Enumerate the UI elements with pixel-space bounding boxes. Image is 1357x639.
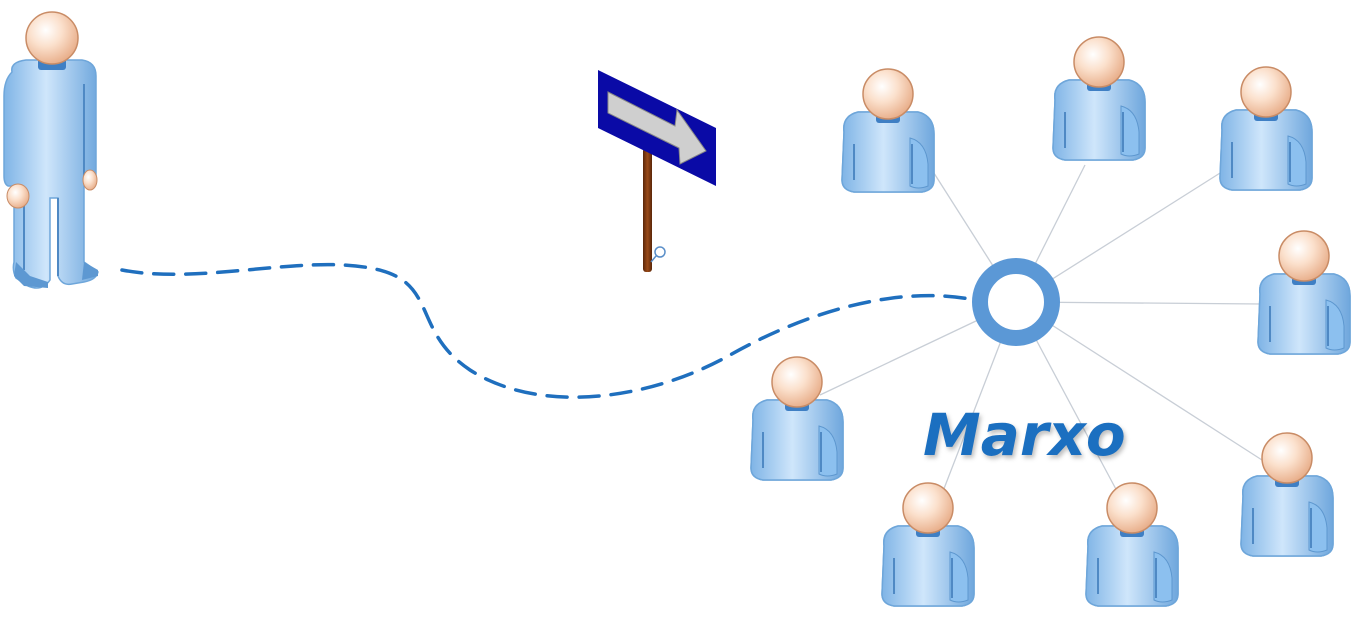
standing-person-icon bbox=[3, 11, 99, 289]
network-person-icon bbox=[1052, 36, 1146, 161]
network-person-icon bbox=[841, 68, 935, 193]
dashed-journey-path bbox=[120, 262, 977, 399]
network-person-icon bbox=[1085, 482, 1179, 607]
network-person-icon bbox=[1240, 432, 1334, 557]
brand-label: Marxo bbox=[923, 401, 1126, 469]
network-person-icon bbox=[1219, 66, 1313, 191]
network-person-icon bbox=[1257, 230, 1351, 355]
direction-signpost-icon bbox=[598, 70, 716, 272]
network-person-icon bbox=[750, 356, 844, 481]
network-hub-ring bbox=[972, 258, 1060, 346]
network-person-icon bbox=[881, 482, 975, 607]
